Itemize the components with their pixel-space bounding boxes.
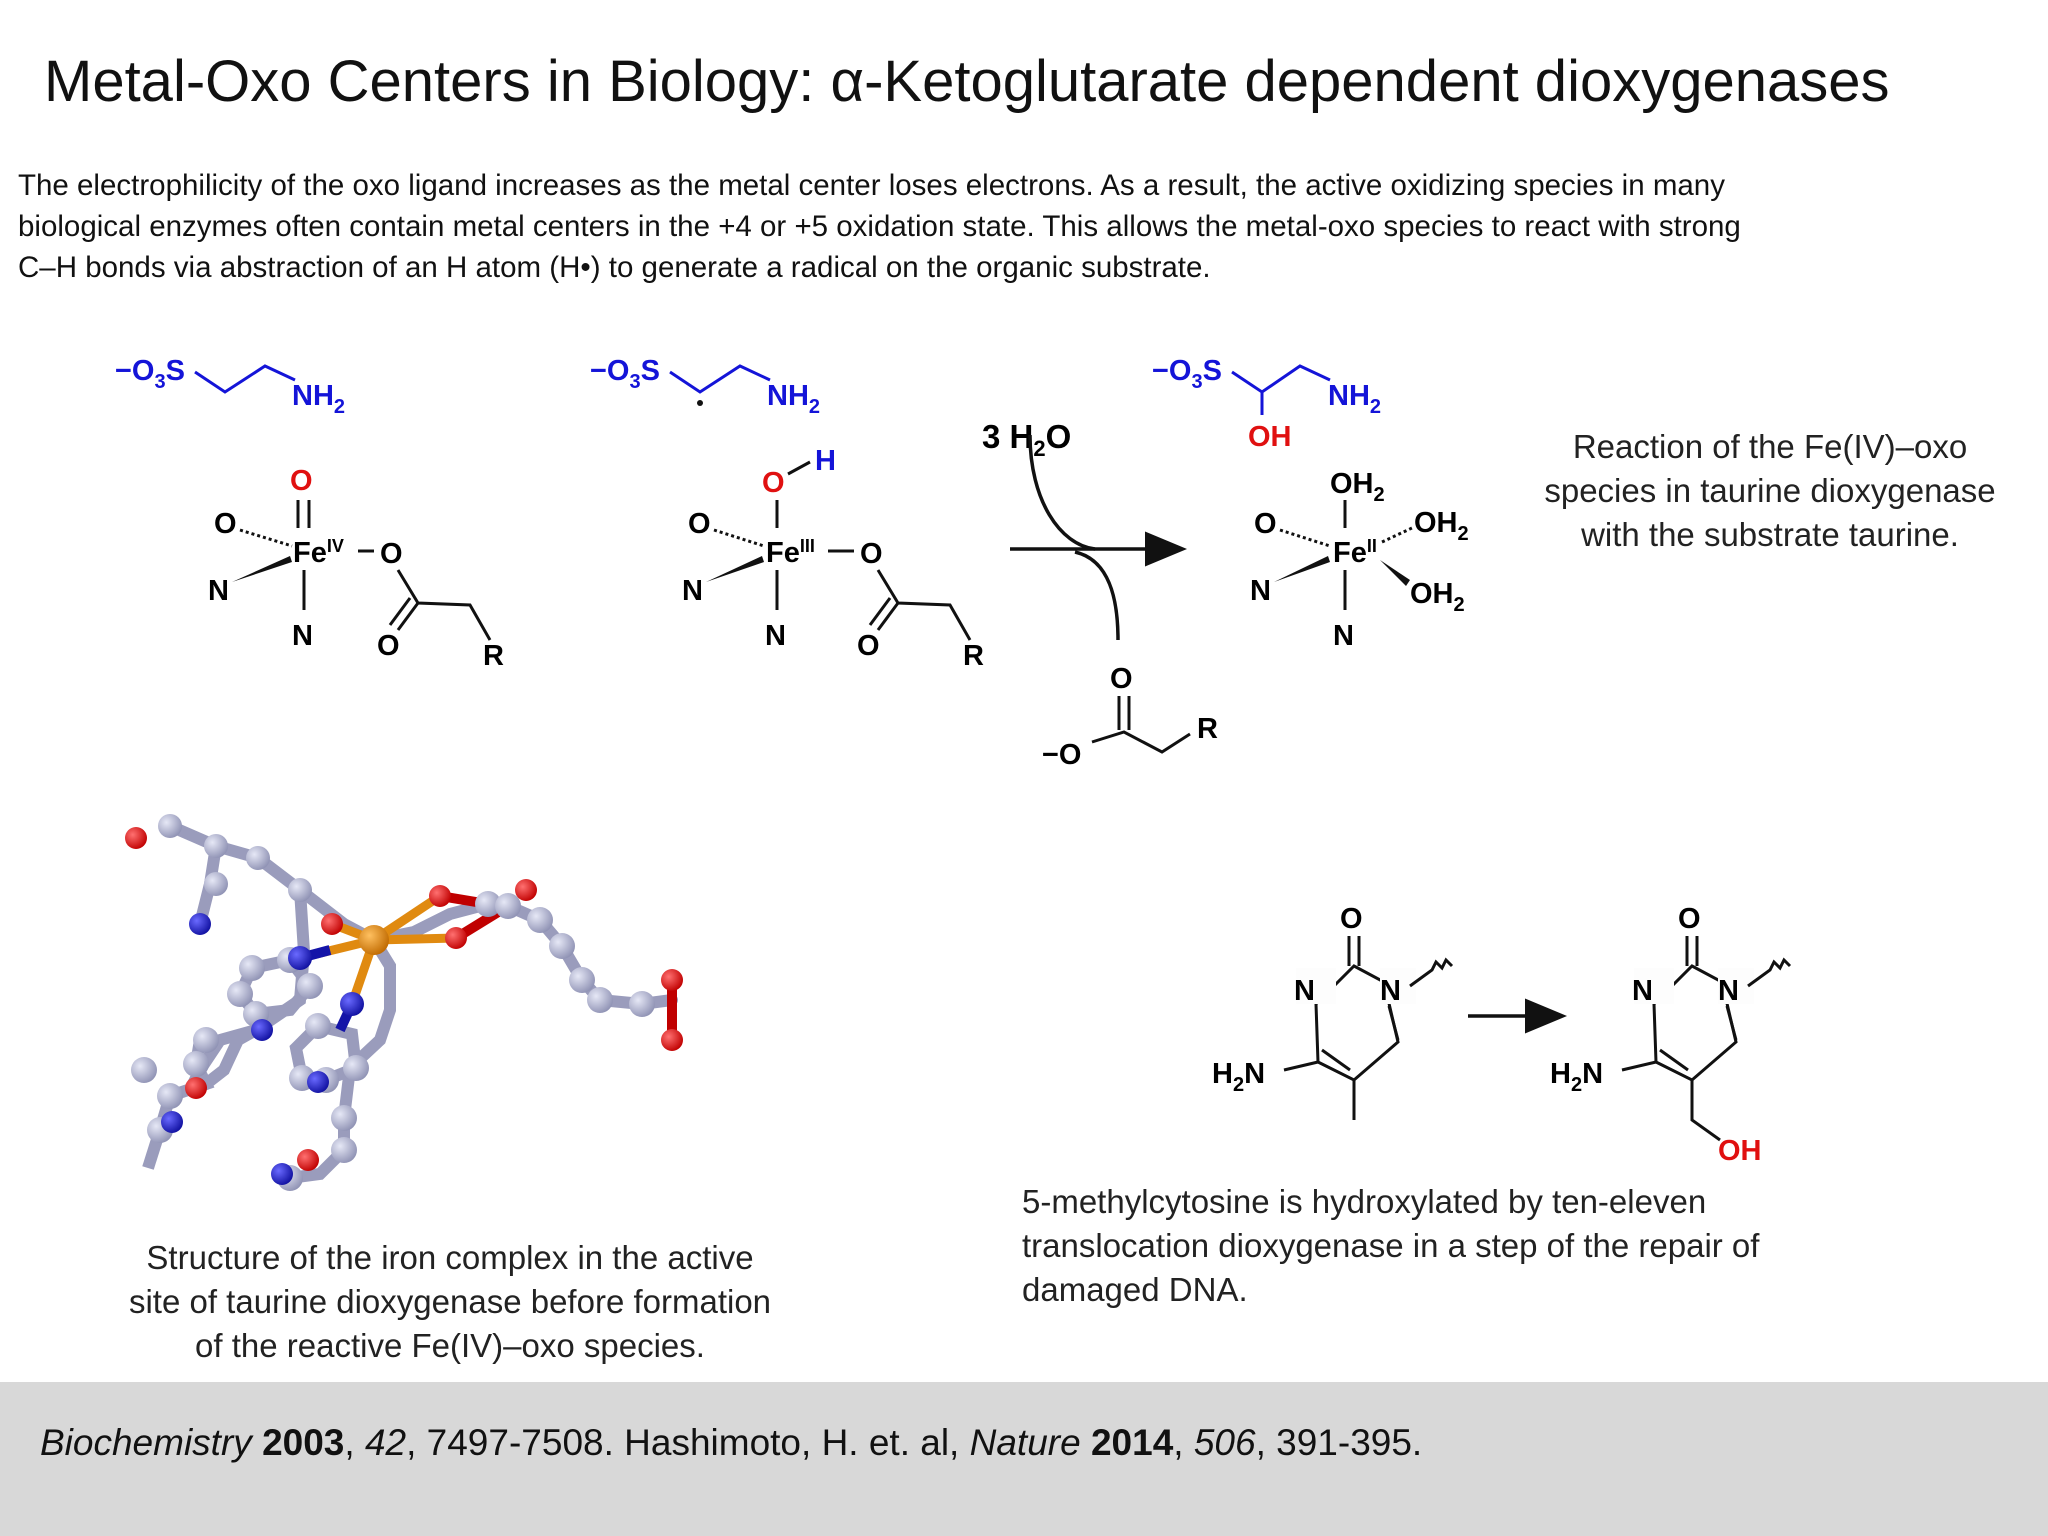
svg-text:N: N xyxy=(765,620,786,652)
caption-line: Structure of the iron complex in the act… xyxy=(146,1239,754,1276)
caption-line: of the reactive Fe(IV)–oxo species. xyxy=(195,1327,705,1364)
svg-text:N: N xyxy=(1632,975,1653,1007)
nitrogen-atoms xyxy=(161,913,364,1185)
svg-text:R: R xyxy=(963,640,984,672)
svg-text:−O: −O xyxy=(1042,739,1082,771)
intro-line: biological enzymes often contain metal c… xyxy=(18,210,1741,243)
svg-text:O: O xyxy=(380,538,403,570)
svg-text:OH2: OH2 xyxy=(1330,468,1385,506)
svg-text:O: O xyxy=(762,467,785,499)
references-text: Biochemistry 2003, 42, 7497-7508. Hashim… xyxy=(40,1422,1423,1463)
svg-text:O: O xyxy=(1678,903,1701,935)
iron-complex-structure xyxy=(125,814,683,1191)
svg-text:O: O xyxy=(688,508,711,540)
5-hydroxymethylcytosine: O N N OH H2N xyxy=(1550,903,1792,1167)
caption-line: translocation dioxygenase in a step of t… xyxy=(1022,1227,1760,1264)
intro-line: C–H bonds via abstraction of an H atom (… xyxy=(18,251,1211,284)
slide-title: Metal-Oxo Centers in Biology: α-Ketoglut… xyxy=(44,49,1890,114)
svg-text:OH2: OH2 xyxy=(1410,578,1465,616)
oxo-o: O xyxy=(290,465,313,497)
caption-line: damaged DNA. xyxy=(1022,1271,1248,1308)
svg-text:FeIII: FeIII xyxy=(766,536,815,569)
svg-text:−O3S: −O3S xyxy=(115,355,185,393)
svg-text:O: O xyxy=(1110,663,1133,695)
svg-text:N: N xyxy=(1294,975,1315,1007)
svg-text:H2N: H2N xyxy=(1212,1058,1265,1096)
svg-text:OH: OH xyxy=(1718,1135,1762,1167)
svg-text:3 H2O: 3 H2O xyxy=(982,418,1071,461)
svg-text:O: O xyxy=(377,630,400,662)
caption-methylcytosine: 5-methylcytosine is hydroxylated by ten-… xyxy=(1022,1180,1942,1312)
svg-text:N: N xyxy=(1718,975,1739,1007)
succinate-product: O −O R xyxy=(1042,663,1218,771)
svg-text:R: R xyxy=(483,640,504,672)
reaction-scheme: −O3S NH2 O FeIV O N N O O R −O3S NH2 O H xyxy=(115,355,1792,1191)
svg-text:H: H xyxy=(815,445,836,477)
caption-line: 5-methylcytosine is hydroxylated by ten-… xyxy=(1022,1183,1707,1220)
caption-iron-structure: Structure of the iron complex in the act… xyxy=(60,1236,840,1368)
complex-fe-ii-aqua: −O3S OH NH2 OH2 FeII O OH2 OH2 N N xyxy=(1152,355,1469,652)
methylcytosine-reaction: O N N H2N O N N xyxy=(1212,903,1792,1167)
svg-text:NH2: NH2 xyxy=(767,380,820,418)
references-footer: Biochemistry 2003, 42, 7497-7508. Hashim… xyxy=(0,1382,2048,1536)
svg-text:N: N xyxy=(682,575,703,607)
svg-text:N: N xyxy=(1380,975,1401,1007)
svg-text:OH: OH xyxy=(1248,421,1292,453)
complex-fe-iv-oxo: −O3S NH2 O FeIV O N N O O R xyxy=(115,355,504,672)
hydroxylated-taurine: −O3S OH NH2 xyxy=(1152,355,1381,453)
svg-text:O: O xyxy=(1340,903,1363,935)
svg-text:N: N xyxy=(1333,620,1354,652)
svg-text:FeII: FeII xyxy=(1333,536,1377,569)
5-methylcytosine: O N N H2N xyxy=(1212,903,1454,1120)
svg-text:N: N xyxy=(1250,575,1271,607)
svg-text:OH2: OH2 xyxy=(1414,507,1469,545)
svg-text:NH2: NH2 xyxy=(292,380,345,418)
svg-text:O: O xyxy=(1254,508,1277,540)
caption-line: site of taurine dioxygenase before forma… xyxy=(128,1283,772,1320)
svg-text:O: O xyxy=(860,538,883,570)
svg-text:R: R xyxy=(1197,713,1218,745)
svg-text:N: N xyxy=(292,620,313,652)
intro-line: The electrophilicity of the oxo ligand i… xyxy=(18,169,1725,202)
intro-paragraph: The electrophilicity of the oxo ligand i… xyxy=(18,165,2028,288)
complex-fe-iii-hydroxo: −O3S NH2 O H FeIII O N N O O R xyxy=(590,355,984,672)
caption-taurine-reaction: Reaction of the Fe(IV)–oxo species in ta… xyxy=(1544,428,1996,553)
taurine-radical: −O3S NH2 xyxy=(590,355,820,418)
svg-text:H2N: H2N xyxy=(1550,1058,1603,1096)
svg-text:O: O xyxy=(857,630,880,662)
iron-atom xyxy=(359,925,389,955)
svg-text:−O3S: −O3S xyxy=(1152,355,1222,393)
svg-text:NH2: NH2 xyxy=(1328,380,1381,418)
reaction-arrow: 3 H2O O −O R xyxy=(982,418,1218,771)
svg-text:N: N xyxy=(208,575,229,607)
svg-text:O: O xyxy=(214,508,237,540)
svg-text:−O3S: −O3S xyxy=(590,355,660,393)
oxygen-atoms xyxy=(125,827,683,1171)
svg-text:FeIV: FeIV xyxy=(293,536,344,569)
taurine-substrate: −O3S NH2 xyxy=(115,355,345,418)
